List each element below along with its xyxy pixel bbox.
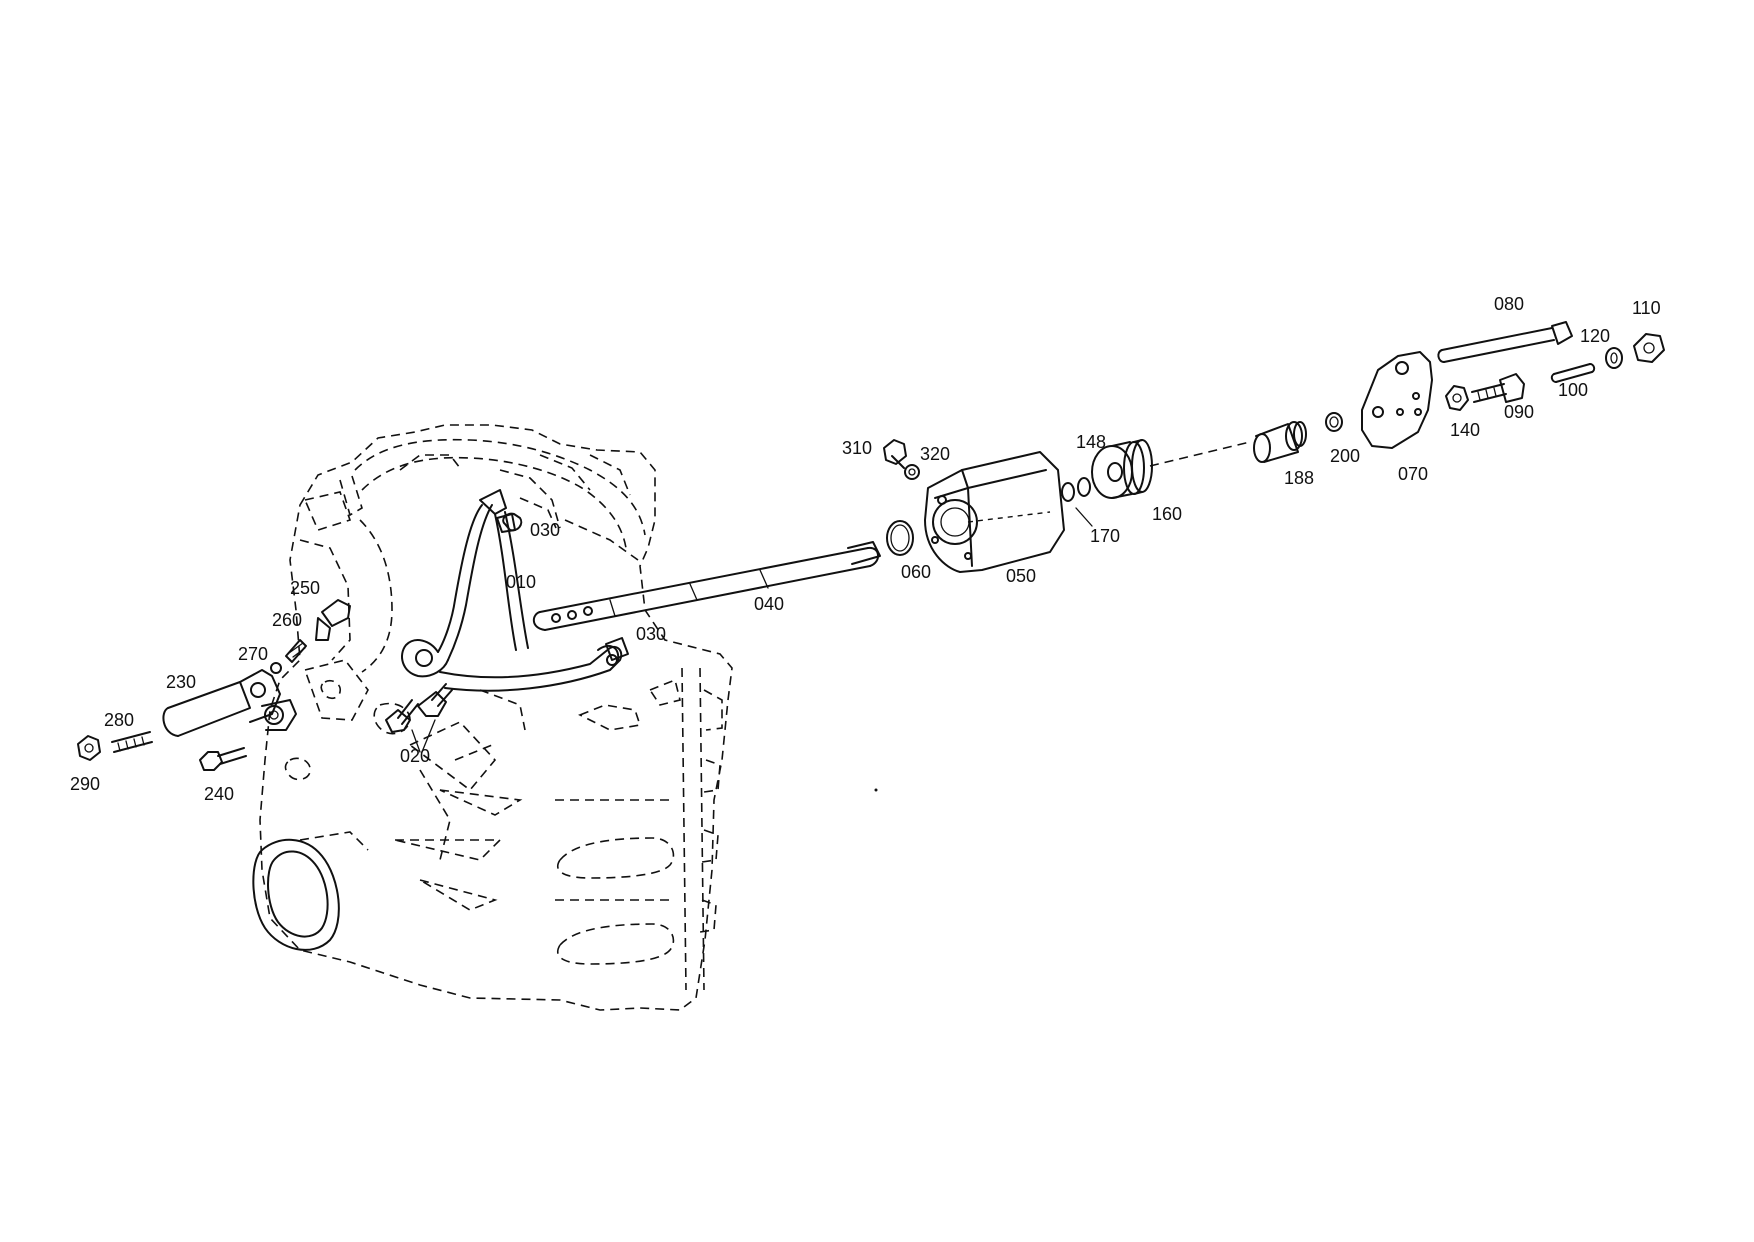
label-148: 148 <box>1076 432 1106 452</box>
label-110: 110 <box>1632 298 1661 318</box>
label-050: 050 <box>1006 566 1036 586</box>
part-290-nut <box>77 735 101 761</box>
part-280-stud <box>111 731 153 753</box>
part-060-o-ring <box>886 520 914 556</box>
shift-rail-shaft <box>532 541 881 631</box>
label-140: 140 <box>1450 420 1480 440</box>
part-080-long-bolt <box>1437 321 1573 363</box>
part-070-cover-plate <box>1361 351 1433 449</box>
part-050-cylinder-housing <box>924 451 1065 573</box>
part-030-upper <box>502 512 523 532</box>
label-240: 240 <box>204 784 234 804</box>
label-080: 080 <box>1494 294 1524 314</box>
part-188-bushing <box>1253 421 1307 463</box>
part-090-fitting <box>1471 373 1525 403</box>
label-070: 070 <box>1398 464 1428 484</box>
part-number-labels: 010 020 030 030 040 050 060 070 080 090 … <box>70 294 1661 804</box>
part-200-ring <box>1325 412 1343 432</box>
part-310-plug <box>883 439 907 469</box>
bolt-020-pair <box>385 683 453 753</box>
part-270-ball <box>270 662 282 674</box>
part-170-rings <box>1061 477 1093 527</box>
label-320: 320 <box>920 444 950 464</box>
label-250: 250 <box>290 578 320 598</box>
label-120: 120 <box>1580 326 1610 346</box>
label-280: 280 <box>104 710 134 730</box>
part-260-spring <box>285 639 307 663</box>
part-100-pin <box>1550 363 1596 383</box>
transmission-housing <box>252 424 878 1011</box>
label-090: 090 <box>1504 402 1534 422</box>
label-230: 230 <box>166 672 196 692</box>
part-140-nut <box>1445 385 1469 411</box>
part-030-lower <box>605 637 629 661</box>
label-030-upper: 030 <box>530 520 560 540</box>
label-020: 020 <box>400 746 430 766</box>
part-320-ring <box>904 464 920 480</box>
label-030-lower: 030 <box>636 624 666 644</box>
label-188: 188 <box>1284 468 1314 488</box>
part-250-plug <box>315 599 351 641</box>
label-170: 170 <box>1090 526 1120 546</box>
label-100: 100 <box>1558 380 1588 400</box>
label-290: 290 <box>70 774 100 794</box>
label-040: 040 <box>754 594 784 614</box>
assembly-axis-line <box>1149 441 1251 467</box>
part-240-bolt <box>199 747 247 771</box>
label-060: 060 <box>901 562 931 582</box>
part-110-cap <box>1633 333 1665 363</box>
label-270: 270 <box>238 644 268 664</box>
label-160: 160 <box>1152 504 1182 524</box>
label-310: 310 <box>842 438 872 458</box>
part-120-washer <box>1605 347 1623 369</box>
label-260: 260 <box>272 610 302 630</box>
label-200: 200 <box>1330 446 1360 466</box>
label-010: 010 <box>506 572 536 592</box>
part-230-cylinder <box>162 669 297 737</box>
